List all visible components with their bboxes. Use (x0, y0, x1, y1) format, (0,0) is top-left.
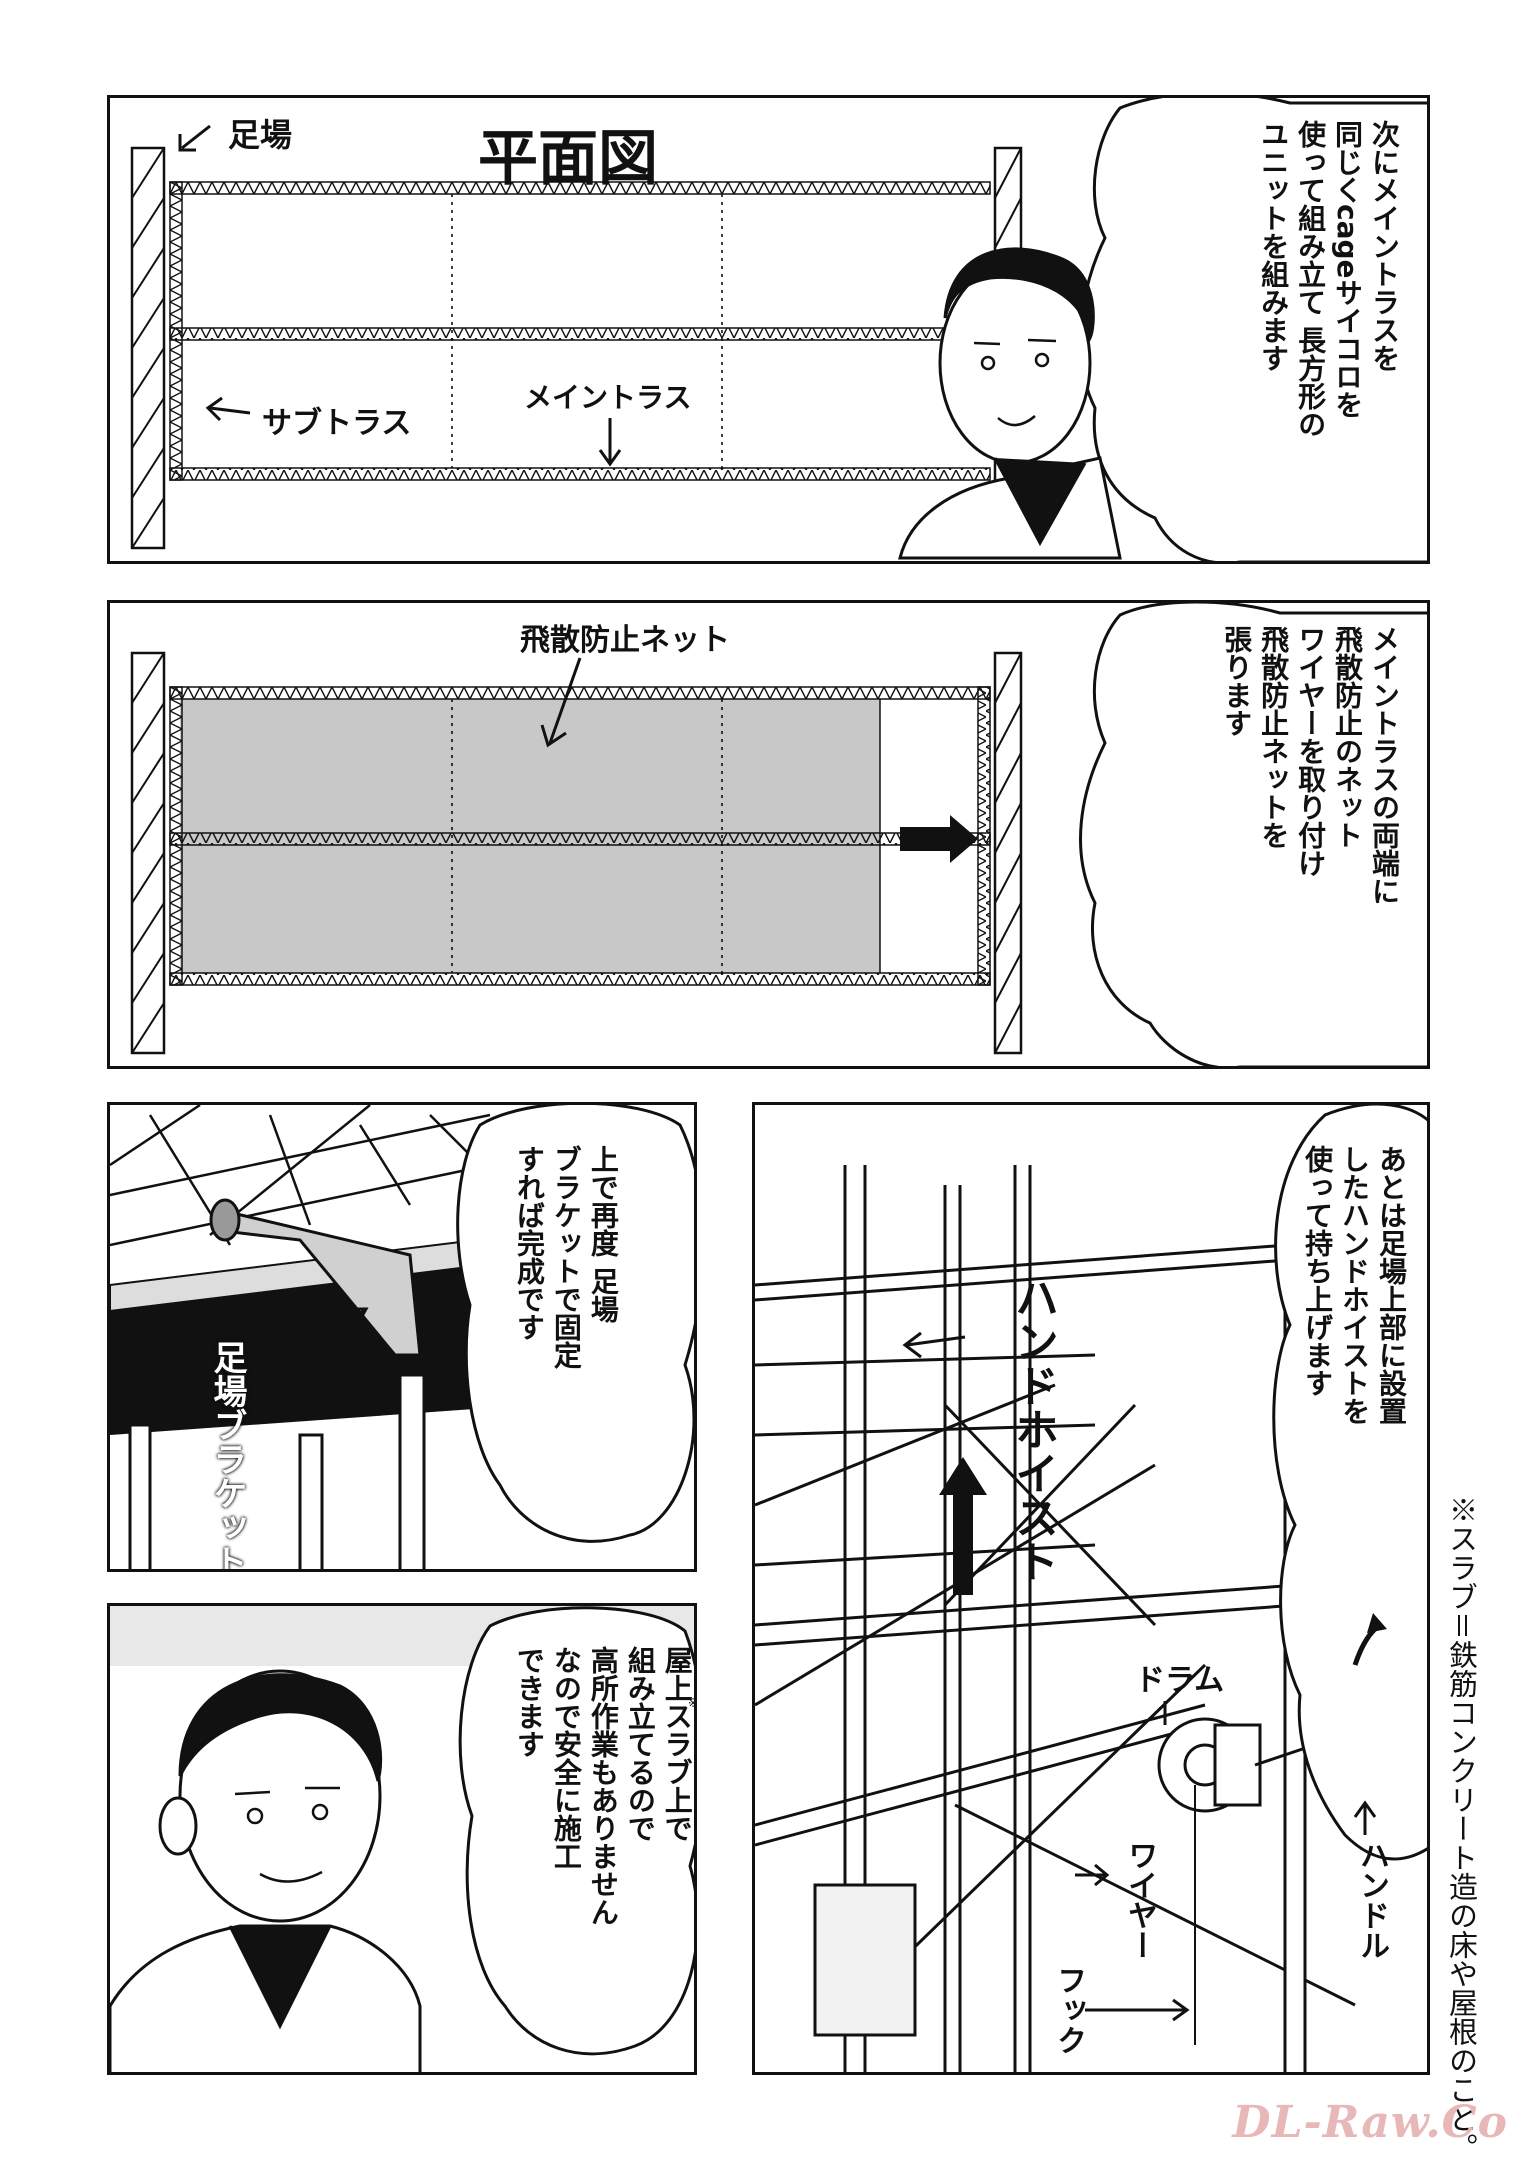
speech-bubble-2: メイントラスの両端に 飛散防止のネット ワイヤーを取り付け 飛散防止ネットを 張… (1220, 625, 1401, 905)
plan-title: 平面図 (478, 124, 658, 194)
label-handle: ハンドル (1354, 1840, 1389, 1960)
label-net: 飛散防止ネット (520, 623, 730, 658)
panel-net: 飛散防止ネット メイントラスの両端に 飛散防止のネット ワイヤーを取り付け 飛散… (107, 600, 1430, 1069)
speech-bubble-5: あとは足場上部に設置 したハンドホイストを 使って持ち上げます (1301, 1145, 1408, 1425)
label-scaffold: 足場 (228, 116, 293, 154)
net-drawing (130, 603, 1427, 1066)
label-hook: フック (1051, 1965, 1086, 2055)
rooftop-drawing (110, 1606, 694, 2072)
panel-bracket: 足場ブラケット 上で再度 足場 ブラケットで固定 すれば完成です (107, 1102, 697, 1572)
bracket-drawing (110, 1105, 694, 1569)
label-subtruss: サブトラス (262, 406, 412, 441)
note-mark: ※ (688, 1696, 694, 1710)
panel-rooftop: 屋上スラブ上で 組み立てるので 高所作業もありません なので安全に施工 できます… (107, 1603, 697, 2075)
label-hand-hoist: ハンドホイスト (1007, 1275, 1058, 1583)
speech-bubble-3: 上で再度 足場 ブラケットで固定 すれば完成です (512, 1145, 620, 1369)
label-drum: ドラム (1135, 1663, 1225, 1698)
panel-hoist: あとは足場上部に設置 したハンドホイストを 使って持ち上げます ハンドホイスト … (752, 1102, 1430, 2075)
footnote-slab: ※スラブ＝鉄筋コンクリート造の床や屋根のこと。 (1444, 1495, 1479, 2162)
floor-plan-drawing (130, 98, 1427, 561)
speech-bubble-4: 屋上スラブ上で 組み立てるので 高所作業もありません なので安全に施工 できます (512, 1646, 694, 1926)
speech-bubble-1: 次にメイントラスを 同じくcageサイコロを 使って組み立て 長方形の ユニット… (1257, 120, 1401, 438)
man-portrait (898, 247, 1122, 560)
label-maintruss: メイントラス (524, 381, 692, 414)
panel-floor-plan: 平面図 足場 サブトラス メイントラス 次にメイントラスを 同じくcageサイコ… (107, 95, 1430, 564)
hoist-drawing (755, 1105, 1427, 2072)
label-bracket: 足場ブラケット (207, 1340, 247, 1572)
label-wire: ワイヤー (1122, 1840, 1157, 1960)
watermark: DL-Raw.Co (1232, 2097, 1508, 2148)
